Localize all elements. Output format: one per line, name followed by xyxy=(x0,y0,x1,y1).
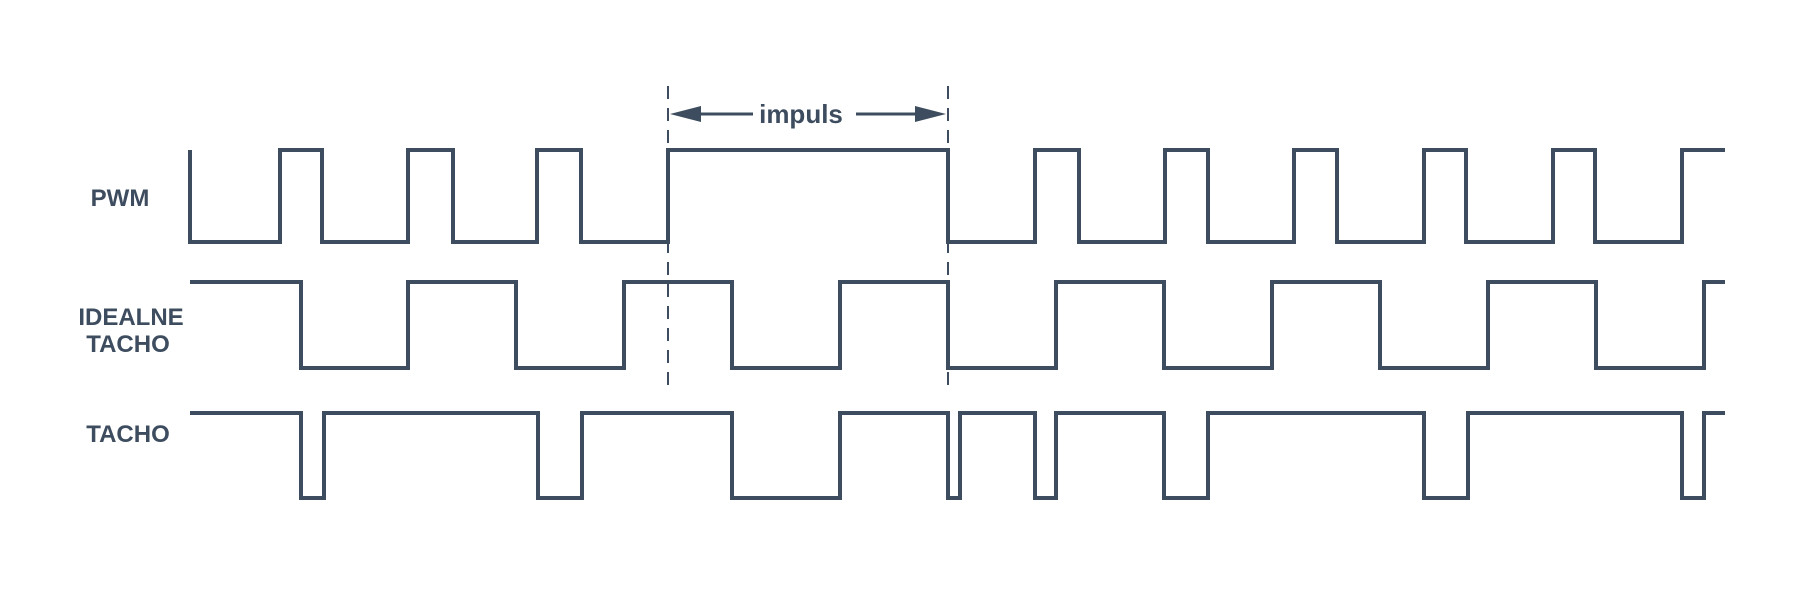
pulse-arrow-right-head xyxy=(915,106,946,122)
pwm-label: PWM xyxy=(91,185,150,212)
ideal-tacho-label-line1: IDEALNE xyxy=(78,304,183,331)
pulse-arrow-left-head xyxy=(670,106,701,122)
pulse-annotation-label: impuls xyxy=(759,99,843,129)
tacho-label: TACHO xyxy=(86,421,170,448)
ideal-tacho-waveform xyxy=(190,280,1725,370)
ideal-tacho-label-line2: TACHO xyxy=(86,331,170,358)
tacho-waveform xyxy=(190,411,1725,500)
pwm-waveform xyxy=(188,148,1725,244)
